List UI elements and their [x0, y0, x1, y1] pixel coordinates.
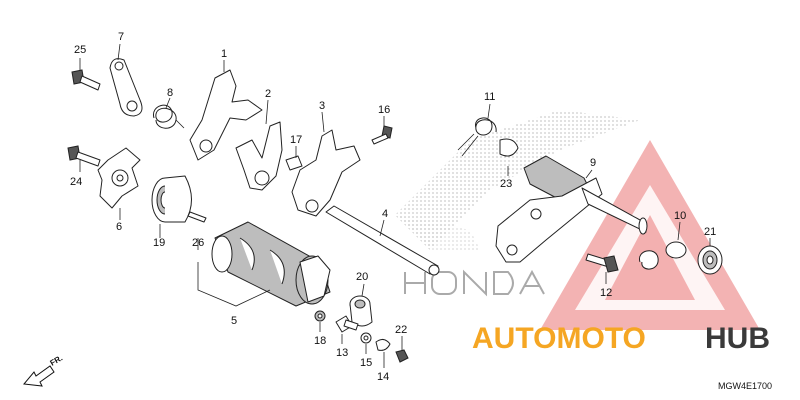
callout-23: 23 [500, 178, 512, 190]
part-24-bolt [67, 145, 101, 167]
callout-11: 11 [484, 91, 495, 103]
part-23-clip [499, 138, 519, 157]
watermark-hub: HUB [705, 322, 770, 355]
callout-2: 2 [265, 88, 271, 100]
part-5-shift-drum [211, 221, 331, 307]
callout-labels: 25 7 8 1 2 3 16 17 4 11 9 23 24 6 19 26 … [70, 31, 716, 383]
direction-label: FR. [49, 353, 65, 367]
callout-24: 24 [70, 176, 82, 188]
part-7-stopper-arm [109, 58, 143, 117]
part-2-shift-fork [235, 121, 283, 191]
callout-13: 13 [336, 347, 348, 359]
callout-14: 14 [377, 371, 389, 383]
part-9-gearshift-spindle [495, 155, 648, 263]
part-26-pin [187, 211, 207, 223]
watermark-text: AUTOMOTO HUB [472, 322, 770, 355]
watermark-logo [540, 140, 760, 330]
callout-15: 15 [360, 357, 372, 369]
front-direction-arrow: FR. [23, 353, 65, 387]
callout-1: 1 [221, 48, 227, 60]
callout-22: 22 [395, 324, 407, 336]
callout-4: 4 [382, 208, 388, 220]
callout-19: 19 [153, 237, 165, 249]
callout-8: 8 [167, 87, 173, 99]
callout-7: 7 [118, 31, 124, 43]
callout-26: 26 [192, 237, 204, 249]
callout-3: 3 [319, 100, 325, 112]
part-13-switch [335, 315, 359, 333]
callout-16: 16 [378, 104, 390, 116]
part-18-washer [314, 310, 326, 322]
callout-6: 6 [116, 221, 122, 233]
callout-5: 5 [231, 315, 237, 327]
part-12-bolt [585, 253, 619, 273]
diagram-code: MGW4E1700 [718, 381, 772, 391]
callout-10: 10 [674, 210, 686, 222]
part-19-bearing [151, 175, 192, 223]
callout-12: 12 [600, 287, 612, 299]
part-1-shift-fork [189, 69, 263, 161]
part-15-washer [360, 332, 372, 344]
part-16-bolt [371, 125, 393, 145]
watermark-automoto: AUTOMOTO [472, 322, 646, 355]
honda-wing-emblem [395, 110, 640, 297]
part-20-collar [349, 295, 373, 327]
callout-18: 18 [314, 335, 326, 347]
part-25-bolt [71, 69, 101, 91]
part-17-clip [285, 155, 303, 171]
part-22-nut [395, 349, 409, 363]
part-6-drum-center [97, 147, 141, 209]
leader-lines [79, 43, 711, 368]
part-10-spring [639, 241, 687, 270]
part-11-spring [457, 117, 497, 157]
part-14-clip [375, 338, 391, 351]
part-8-spring [153, 104, 185, 129]
callout-21: 21 [704, 226, 716, 238]
callout-20: 20 [356, 271, 368, 283]
callout-17: 17 [290, 134, 302, 146]
honda-lettering [404, 269, 545, 297]
part-3-shift-fork [291, 129, 361, 217]
part-4-fork-shaft [325, 205, 440, 276]
callout-9: 9 [590, 157, 596, 169]
part-21-oil-seal [697, 245, 723, 275]
callout-25: 25 [74, 44, 86, 56]
